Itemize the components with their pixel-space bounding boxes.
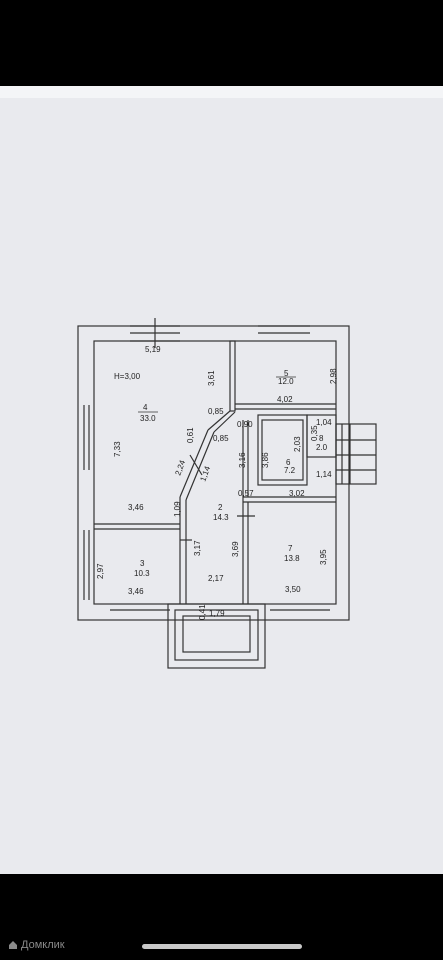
room-6-number: 6 (286, 458, 291, 467)
dim-2-17: 2,17 (208, 574, 224, 583)
room-8-number: 8 (319, 434, 324, 443)
dim-3-02: 3,02 (289, 489, 305, 498)
room-8-area: 2.0 (316, 443, 328, 452)
floor-plan-photo (0, 86, 443, 874)
room-4-area: 33.0 (140, 414, 156, 423)
dim-0-85b: 0,85 (213, 434, 229, 443)
dim-2-97: 2,97 (96, 563, 105, 579)
dim-7-33: 7,33 (113, 441, 122, 457)
watermark-text: Домклик (21, 939, 65, 951)
dim-3-95: 3,95 (319, 549, 328, 565)
dim-3-16: 3,16 (238, 452, 247, 468)
dim-1-14a: 1,14 (198, 464, 212, 482)
dim-1-14b: 1,14 (316, 470, 332, 479)
dim-1-04: 1,04 (316, 418, 332, 427)
dim-2-98: 2,98 (329, 368, 338, 384)
dim-0-85a: 0,85 (208, 407, 224, 416)
house-icon (9, 941, 17, 949)
dim-3-46a: 3,46 (128, 503, 144, 512)
dim-3-50: 3,50 (285, 585, 301, 594)
domclick-watermark: Домклик (8, 939, 65, 951)
room-5-number: 5 (284, 369, 289, 378)
dim-0-90: 0,90 (237, 420, 253, 429)
dim-5-19: 5,19 (145, 345, 161, 354)
dim-2-03: 2,03 (293, 436, 302, 452)
dim-0-41: 0,41 (198, 604, 207, 620)
ceiling-height: H=3,00 (114, 372, 141, 381)
dim-0-61: 0,61 (186, 427, 195, 443)
room-2-number: 2 (218, 503, 223, 512)
dim-3-69: 3,69 (231, 541, 240, 557)
room-3-area: 10.3 (134, 569, 150, 578)
outer-wall-outline (77, 325, 350, 621)
dim-0-57: 0,57 (238, 489, 254, 498)
dim-3-86: 3,86 (261, 452, 270, 468)
dim-3-17: 3,17 (193, 540, 202, 556)
dim-1-79: 1,79 (209, 609, 225, 618)
dim-3-46b: 3,46 (128, 587, 144, 596)
dim-1-09: 1,09 (173, 501, 182, 517)
room-7-area: 13.8 (284, 554, 300, 563)
dim-4-02: 4,02 (277, 395, 293, 404)
room-3-number: 3 (140, 559, 145, 568)
room-5-area: 12.0 (278, 377, 294, 386)
dim-0-35: 0,35 (310, 425, 319, 441)
room-7-number: 7 (288, 544, 293, 553)
home-indicator[interactable] (142, 944, 302, 949)
dim-3-61: 3,61 (207, 370, 216, 386)
room-4-number: 4 (143, 403, 148, 412)
room-6-area: 7.2 (284, 466, 296, 475)
dim-2-24: 2,24 (173, 458, 187, 476)
room-2-area: 14.3 (213, 513, 229, 522)
